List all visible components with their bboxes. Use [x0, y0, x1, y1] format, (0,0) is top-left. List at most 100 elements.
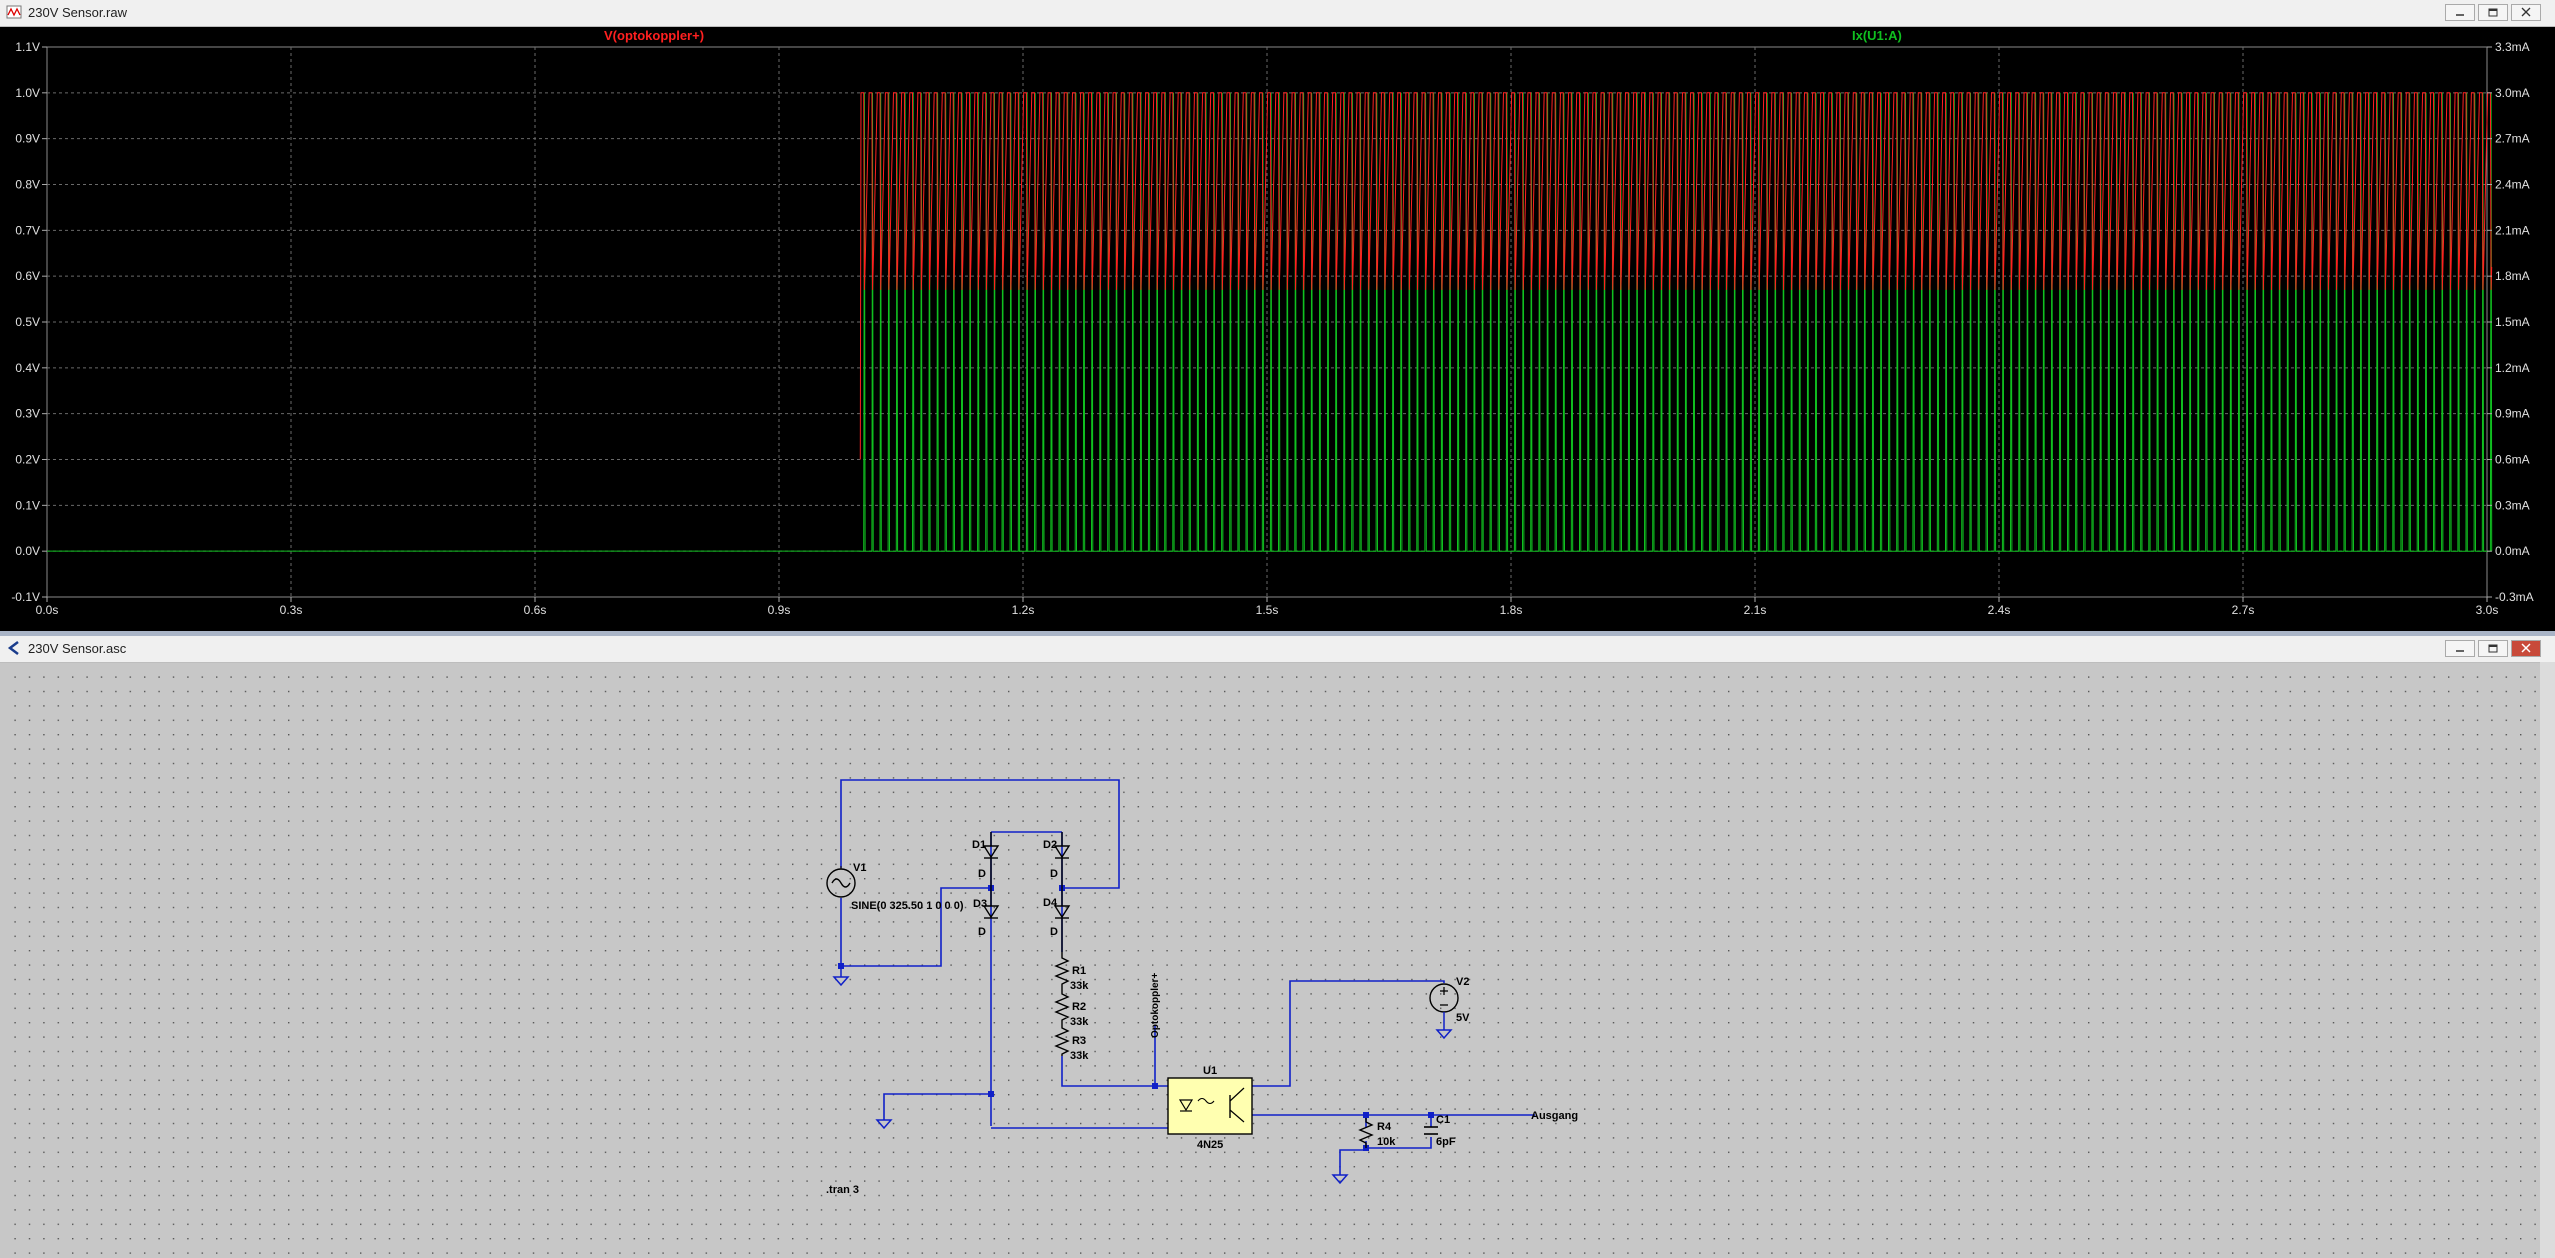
v2-name: V2 [1456, 976, 1469, 988]
y-left-tick-label: 0.7V [15, 223, 40, 237]
v2-dc-source[interactable]: V2 5V [1429, 976, 1470, 1040]
r4-value[interactable]: 10k [1377, 1136, 1396, 1148]
r2-value[interactable]: 33k [1070, 1016, 1089, 1028]
u1-name: U1 [1203, 1065, 1217, 1077]
x-tick-label: 3.0s [2476, 603, 2499, 617]
y-left-tick-label: 0.5V [15, 315, 40, 329]
window-separator[interactable] [0, 631, 2555, 636]
c1-name: C1 [1436, 1114, 1450, 1126]
v1-name: V1 [853, 862, 866, 874]
resistor-r3[interactable]: R3 33k [1054, 1022, 1089, 1062]
y-left-tick-label: 0.3V [15, 407, 40, 421]
schematic-restore-button[interactable] [2478, 640, 2508, 657]
x-tick-label: 1.2s [1012, 603, 1035, 617]
v2-value[interactable]: 5V [1456, 1012, 1470, 1024]
y-left-tick-label: 0.4V [15, 361, 40, 375]
u1-value[interactable]: 4N25 [1197, 1139, 1223, 1151]
resistor-r2[interactable]: R2 33k [1054, 988, 1089, 1028]
y-right-tick-label: 0.9mA [2495, 407, 2530, 421]
close-icon [2521, 643, 2531, 653]
y-right-tick-label: 2.4mA [2495, 178, 2530, 192]
r2-name: R2 [1072, 1001, 1086, 1013]
waveform-window-title: 230V Sensor.raw [28, 5, 128, 20]
x-tick-label: 0.6s [524, 603, 547, 617]
d3-value[interactable]: D [978, 926, 986, 938]
x-tick-label: 2.1s [1744, 603, 1767, 617]
y-right-tick-label: 0.3mA [2495, 498, 2530, 512]
resistor-r4[interactable]: R4 10k [1358, 1118, 1396, 1148]
capacitor-c1[interactable]: C1 6pF [1424, 1114, 1456, 1148]
net-label-ausgang[interactable]: Ausgang [1531, 1110, 1578, 1122]
y-right-tick-label: 2.1mA [2495, 223, 2530, 237]
ground-symbol[interactable] [1331, 1174, 1349, 1185]
d2-value[interactable]: D [1050, 868, 1058, 880]
schematic-close-button[interactable] [2511, 640, 2541, 657]
r1-value[interactable]: 33k [1070, 980, 1089, 992]
r1-name: R1 [1072, 965, 1086, 977]
schematic-grid [6, 670, 2540, 1258]
trace-label-left[interactable]: V(optokoppler+) [604, 28, 705, 43]
ground-symbol[interactable] [832, 966, 850, 987]
y-left-tick-label: 0.6V [15, 269, 40, 283]
diode-d3[interactable]: D3 D [973, 888, 1000, 938]
v1-sine-source[interactable]: V1 SINE(0 325.50 1 0 0 0) [826, 862, 964, 912]
d1-name: D1 [972, 839, 986, 851]
y-left-tick-label: 0.1V [15, 498, 40, 512]
close-button[interactable] [2511, 4, 2541, 21]
schematic-window-title: 230V Sensor.asc [28, 641, 127, 656]
v1-value[interactable]: SINE(0 325.50 1 0 0 0) [851, 900, 964, 912]
waveform-app-icon [6, 5, 22, 19]
d1-value[interactable]: D [978, 868, 986, 880]
restore-button[interactable] [2478, 4, 2508, 21]
r4-name: R4 [1377, 1121, 1392, 1133]
y-left-tick-label: 1.0V [15, 86, 40, 100]
x-tick-label: 1.5s [1256, 603, 1279, 617]
schematic-editor-window[interactable]: 230V Sensor.asc [0, 636, 2555, 1258]
y-left-tick-label: 0.0V [15, 544, 40, 558]
schematic-canvas[interactable]: V1 SINE(0 325.50 1 0 0 0) D1 D [0, 662, 2555, 1258]
diode-d2[interactable]: D2 D [1043, 832, 1071, 888]
y-left-tick-label: 0.9V [15, 132, 40, 146]
y-right-tick-label: 3.3mA [2495, 40, 2530, 54]
y-left-tick-label: 1.1V [15, 40, 40, 54]
resistor-r1[interactable]: R1 33k [1054, 952, 1089, 992]
diode-d4[interactable]: D4 D [1043, 888, 1071, 952]
trace-line-green[interactable] [47, 92, 2493, 552]
d4-value[interactable]: D [1050, 926, 1058, 938]
trace-label-right[interactable]: Ix(U1:A) [1852, 28, 1902, 43]
waveform-titlebar[interactable]: 230V Sensor.raw [0, 0, 2555, 27]
y-right-tick-label: 1.5mA [2495, 315, 2530, 329]
x-tick-label: 2.4s [1988, 603, 2011, 617]
d2-name: D2 [1043, 839, 1057, 851]
x-tick-label: 0.0s [36, 603, 59, 617]
net-label-optokoppler[interactable]: Optokoppler+ [1150, 973, 1161, 1038]
trace-ix-u1-a[interactable] [47, 92, 2493, 552]
minimize-icon [2456, 650, 2464, 652]
spice-directive[interactable]: .tran 3 [826, 1184, 859, 1196]
y-right-tick-label: 2.7mA [2495, 132, 2530, 146]
ground-symbol[interactable] [875, 1119, 893, 1130]
diode-d1[interactable]: D1 D [972, 832, 1000, 888]
y-right-tick-label: 0.6mA [2495, 453, 2530, 467]
u1-optocoupler[interactable]: U1 4N25 [1167, 1065, 1253, 1151]
close-icon [2521, 7, 2531, 17]
y-left-tick-label: 0.2V [15, 453, 40, 467]
schematic-titlebar[interactable]: 230V Sensor.asc [0, 636, 2555, 663]
d4-name: D4 [1043, 897, 1058, 909]
r3-value[interactable]: 33k [1070, 1050, 1089, 1062]
trace-line-red[interactable] [859, 92, 2493, 460]
vertical-scrollbar[interactable] [2540, 662, 2555, 1258]
minimize-button[interactable] [2445, 4, 2475, 21]
schematic-minimize-button[interactable] [2445, 640, 2475, 657]
restore-icon [2488, 644, 2498, 653]
trace-v-optokoppler[interactable] [859, 92, 2493, 460]
y-right-tick-label: -0.3mA [2495, 590, 2534, 604]
x-tick-label: 1.8s [1500, 603, 1523, 617]
x-tick-label: 2.7s [2232, 603, 2255, 617]
restore-icon [2488, 8, 2498, 17]
d3-name: D3 [973, 898, 987, 910]
c1-value[interactable]: 6pF [1436, 1136, 1456, 1148]
